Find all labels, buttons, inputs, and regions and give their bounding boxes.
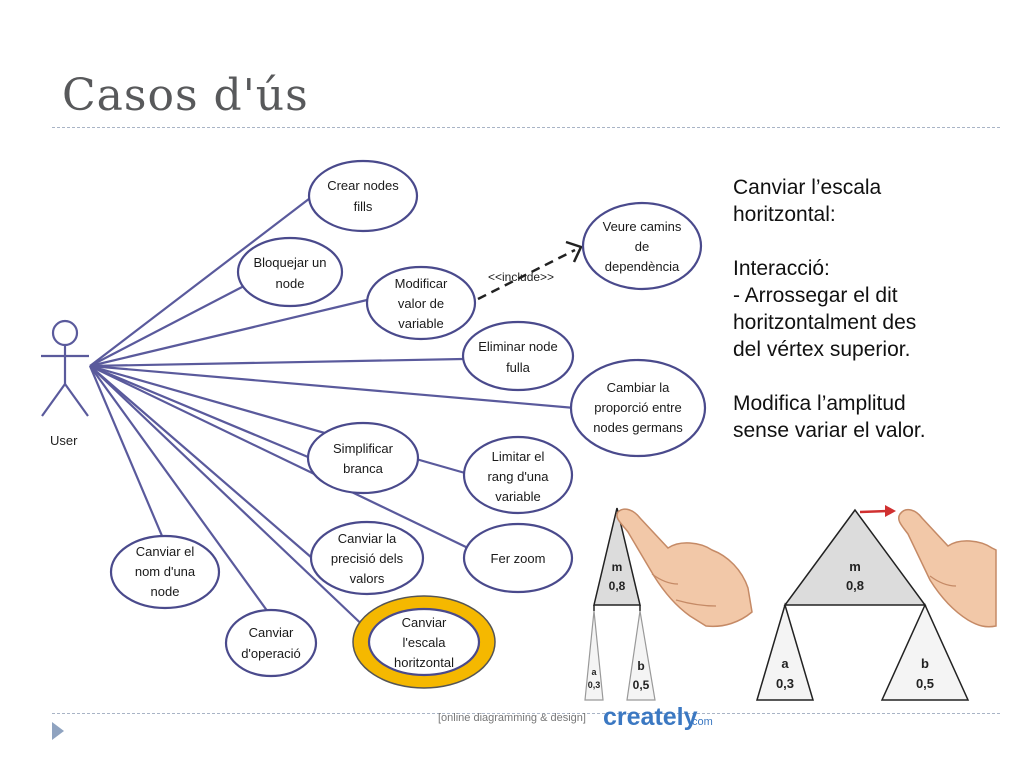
use-case-text: Cambiar la <box>607 380 671 395</box>
tree-left-name: a <box>781 656 789 671</box>
tree-root-value: 0,8 <box>609 579 626 593</box>
tree-right-triangle <box>880 603 970 701</box>
actor-user <box>41 319 89 417</box>
use-case-text: Limitar el <box>492 449 545 464</box>
use-case-canviar-precisio[interactable]: Canviar la precisió dels valors <box>309 520 425 596</box>
use-case-text: Crear nodes <box>327 178 399 193</box>
use-case-text: fills <box>354 199 373 214</box>
footer-brand-logo: creately <box>603 703 698 731</box>
use-case-text: Canviar <box>249 625 294 640</box>
use-case-text: valor de <box>398 296 444 311</box>
use-case-text: d'operació <box>241 646 301 661</box>
use-case-text: Simplificar <box>333 441 394 456</box>
use-case-text: de <box>635 239 649 254</box>
use-case-bloquejar-node[interactable]: Bloquejar un node <box>236 236 344 308</box>
tree-left-value: 0,3 <box>776 676 794 691</box>
tree-root-name: m <box>612 560 623 574</box>
use-case-eliminar-node[interactable]: Eliminar node fulla <box>461 320 575 392</box>
use-case-text: horitzontal <box>394 655 454 670</box>
use-case-text: nodes germans <box>593 420 683 435</box>
interaction-line: horitzontalment des <box>733 311 917 334</box>
tree-left-value: 0,3 <box>588 680 601 690</box>
tree-right-name: b <box>637 659 644 673</box>
tree-left-triangle <box>584 610 604 701</box>
use-case-text: branca <box>343 461 384 476</box>
footer-brand-domain: .com <box>689 716 713 728</box>
use-case-text: proporció entre <box>594 400 681 415</box>
interaction-title: Interacció: <box>733 257 830 280</box>
include-label: <<include>> <box>488 270 554 284</box>
effect-line: Modifica l’amplitud <box>733 392 906 415</box>
interaction-line: - Arrossegar el dit <box>733 284 898 307</box>
use-case-text: l'escala <box>403 635 447 650</box>
use-case-text: precisió dels <box>331 551 404 566</box>
use-case-veure-camins[interactable]: Veure camins de dependència <box>581 201 703 291</box>
tree-left-name: a <box>591 667 597 677</box>
tree-after: m 0,8 a 0,3 b 0,5 <box>755 508 970 701</box>
use-case-fer-zoom[interactable]: Fer zoom <box>462 522 574 594</box>
use-case-simplificar-branca[interactable]: Simplificar branca <box>306 421 420 495</box>
tree-right-name: b <box>921 656 929 671</box>
heading-line: horitzontal: <box>733 203 836 226</box>
use-case-text: Canviar la <box>338 531 397 546</box>
use-case-text: Modificar <box>395 276 448 291</box>
use-case-text: rang d'una <box>487 469 549 484</box>
effect-line: sense variar el valor. <box>733 419 926 442</box>
tree-root-value: 0,8 <box>846 578 864 593</box>
tree-root-name: m <box>849 559 861 574</box>
use-case-text: nom d'una <box>135 564 196 579</box>
hand-pointer-icon <box>616 508 753 628</box>
footer-bullet-icon <box>52 722 64 740</box>
use-case-modificar-valor[interactable]: Modificar valor de variable <box>365 265 477 341</box>
use-case-text: fulla <box>506 360 531 375</box>
tree-right-value: 0,5 <box>916 676 934 691</box>
use-cases: Crear nodes fills Bloquejar un node Modi… <box>109 159 707 678</box>
interaction-line: del vértex superior. <box>733 338 911 361</box>
drag-arrow-icon <box>859 505 896 517</box>
use-case-text: Veure camins <box>603 219 682 234</box>
hand-pointer-icon <box>897 508 997 628</box>
use-case-cambiar-proporcio[interactable]: Cambiar la proporció entre nodes germans <box>569 358 707 458</box>
use-case-limitar-rang[interactable]: Limitar el rang d'una variable <box>462 435 574 515</box>
use-case-text: node <box>151 584 180 599</box>
tree-right-value: 0,5 <box>633 678 650 692</box>
use-case-text: dependència <box>605 259 680 274</box>
footer-credit: [online diagramming & design] <box>438 712 586 724</box>
use-case-text: variable <box>398 316 444 331</box>
use-case-text: node <box>276 276 305 291</box>
use-case-text: valors <box>350 571 385 586</box>
footer-divider <box>52 713 1000 714</box>
use-case-text: variable <box>495 489 541 504</box>
tree-root-triangle <box>593 507 641 606</box>
instruction-panel: Canviar l’escala horitzontal: Interacció… <box>733 174 1003 444</box>
tree-left-triangle <box>755 602 815 701</box>
use-case-text: Bloquejar un <box>254 255 327 270</box>
heading-line: Canviar l’escala <box>733 176 882 199</box>
tree-root-triangle <box>783 508 927 606</box>
title-divider <box>52 127 1000 128</box>
use-case-text: Canviar el <box>136 544 195 559</box>
include-dependency: <<include>> <box>477 240 583 301</box>
use-case-crear-nodes-fills[interactable]: Crear nodes fills <box>307 159 419 233</box>
use-case-text: Eliminar node <box>478 339 558 354</box>
tree-right-triangle <box>626 610 656 701</box>
use-case-canviar-nom[interactable]: Canviar el nom d'una node <box>109 534 221 610</box>
use-case-canviar-operacio[interactable]: Canviar d'operació <box>224 608 318 678</box>
actor-label: User <box>50 433 78 448</box>
use-case-text: Canviar <box>402 615 447 630</box>
slide-title: Casos d'ús <box>62 70 309 121</box>
use-case-text: Fer zoom <box>491 551 546 566</box>
tree-before: m 0,8 a 0,3 b 0,5 <box>584 507 656 701</box>
use-case-canviar-escala[interactable]: Canviar l'escala horitzontal <box>367 607 481 677</box>
